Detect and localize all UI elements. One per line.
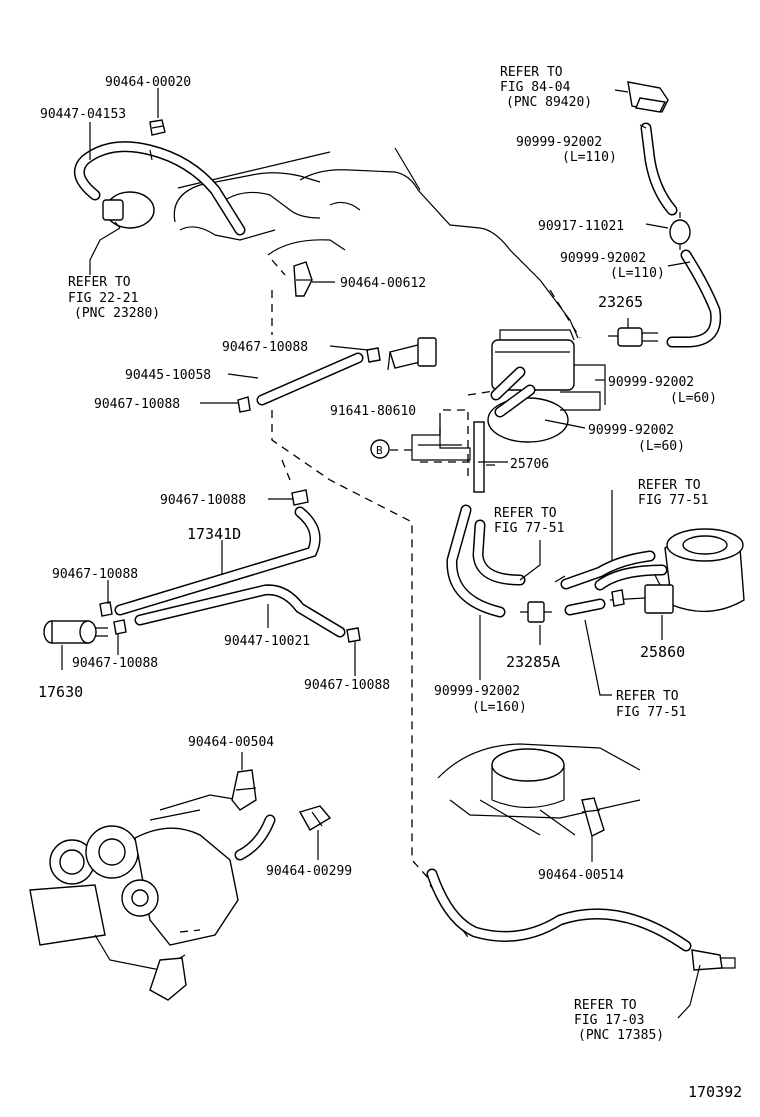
label-ref-22-21-a: REFER TO (68, 275, 131, 290)
label-25706: 25706 (510, 457, 549, 472)
label-90467-10088-c: 90467-10088 (160, 493, 246, 508)
label-b-marker: B (376, 444, 383, 457)
hose-17341d-group (43, 489, 361, 644)
label-ref-84-04-b: FIG 84-04 (500, 80, 571, 95)
leader-lines (61, 88, 701, 1019)
label-90467-10088-d: 90467-10088 (52, 567, 138, 582)
label-l60-b: (L=60) (638, 439, 685, 454)
lower-engine (29, 769, 332, 1001)
label-23285a: 23285A (506, 653, 560, 671)
label-90464-00504: 90464-00504 (188, 735, 274, 750)
label-l110-a: (L=110) (562, 150, 617, 165)
reservoir-assembly (426, 743, 736, 971)
label-90999-92002-d: 90999-92002 (588, 423, 674, 438)
label-l160: (L=160) (472, 700, 527, 715)
canister-assembly (446, 504, 745, 623)
label-90464-00020: 90464-00020 (105, 75, 191, 90)
label-90999-92002-e: 90999-92002 (434, 684, 520, 699)
label-90447-10021: 90447-10021 (224, 634, 310, 649)
label-90464-00299: 90464-00299 (266, 864, 352, 879)
label-90445-10058: 90445-10058 (125, 368, 211, 383)
label-ref-77-51-c2: FIG 77-51 (616, 705, 686, 720)
callout-labels: 90464-00020 90447-04153 REFER TO FIG 22-… (38, 65, 742, 1101)
label-90917-11021: 90917-11021 (538, 219, 624, 234)
air-valve-assembly (73, 119, 246, 236)
engine-outline (173, 147, 581, 339)
label-ref-77-51-c1: REFER TO (616, 689, 679, 704)
label-25860: 25860 (640, 643, 685, 661)
label-l110-b: (L=110) (610, 266, 665, 281)
label-90999-92002-c: 90999-92002 (608, 375, 694, 390)
label-ref-84-04-a: REFER TO (500, 65, 563, 80)
label-ref-77-51-b2: FIG 77-51 (494, 521, 564, 536)
label-23265: 23265 (598, 293, 643, 311)
label-17630: 17630 (38, 683, 83, 701)
label-90464-00612: 90464-00612 (340, 276, 426, 291)
label-90999-92002-b: 90999-92002 (560, 251, 646, 266)
drawing-number: 170392 (688, 1083, 742, 1101)
label-ref-22-21-c: (PNC 23280) (74, 306, 160, 321)
label-90467-10088-f: 90467-10088 (304, 678, 390, 693)
label-90447-04153: 90447-04153 (40, 107, 126, 122)
label-l60-a: (L=60) (670, 391, 717, 406)
label-90467-10088-a: 90467-10088 (222, 340, 308, 355)
vacuum-sensor-chain (608, 81, 722, 348)
label-90999-92002-a: 90999-92002 (516, 135, 602, 150)
label-17341d: 17341D (187, 525, 241, 543)
label-ref-84-04-c: (PNC 89420) (506, 95, 592, 110)
label-ref-17-03-c: (PNC 17385) (578, 1028, 664, 1043)
label-ref-17-03-a: REFER TO (574, 998, 637, 1013)
label-90464-00514: 90464-00514 (538, 868, 624, 883)
label-ref-77-51-a2: FIG 77-51 (638, 493, 708, 508)
throttle-body (467, 329, 606, 480)
label-91641-80610: 91641-80610 (330, 404, 416, 419)
label-ref-77-51-a1: REFER TO (638, 478, 701, 493)
label-ref-77-51-b1: REFER TO (494, 506, 557, 521)
clip-00612 (271, 259, 313, 297)
b-marker (370, 439, 390, 459)
hose-10058-group (237, 337, 437, 413)
label-90467-10088-b: 90467-10088 (94, 397, 180, 412)
label-ref-17-03-b: FIG 17-03 (574, 1013, 644, 1028)
label-90467-10088-e: 90467-10088 (72, 656, 158, 671)
vsv-bracket (390, 409, 495, 493)
label-ref-22-21-b: FIG 22-21 (68, 291, 138, 306)
